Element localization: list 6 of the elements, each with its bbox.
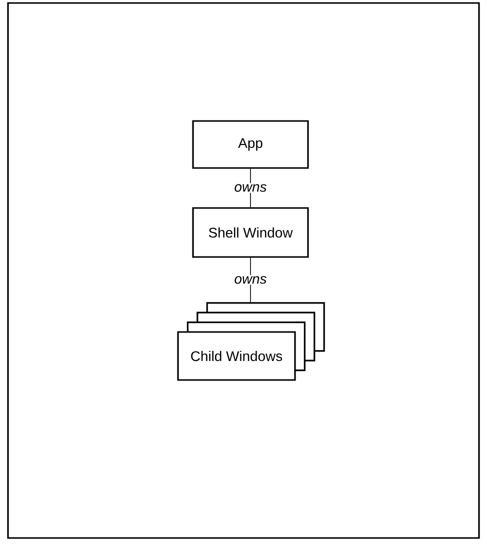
box: App bbox=[192, 120, 309, 169]
node-label: Child Windows bbox=[191, 350, 282, 362]
edge-label: owns bbox=[233, 275, 268, 285]
edge-label: owns bbox=[233, 183, 268, 193]
window-stack: Child Windows bbox=[177, 302, 325, 381]
box: Shell Window bbox=[192, 207, 309, 258]
